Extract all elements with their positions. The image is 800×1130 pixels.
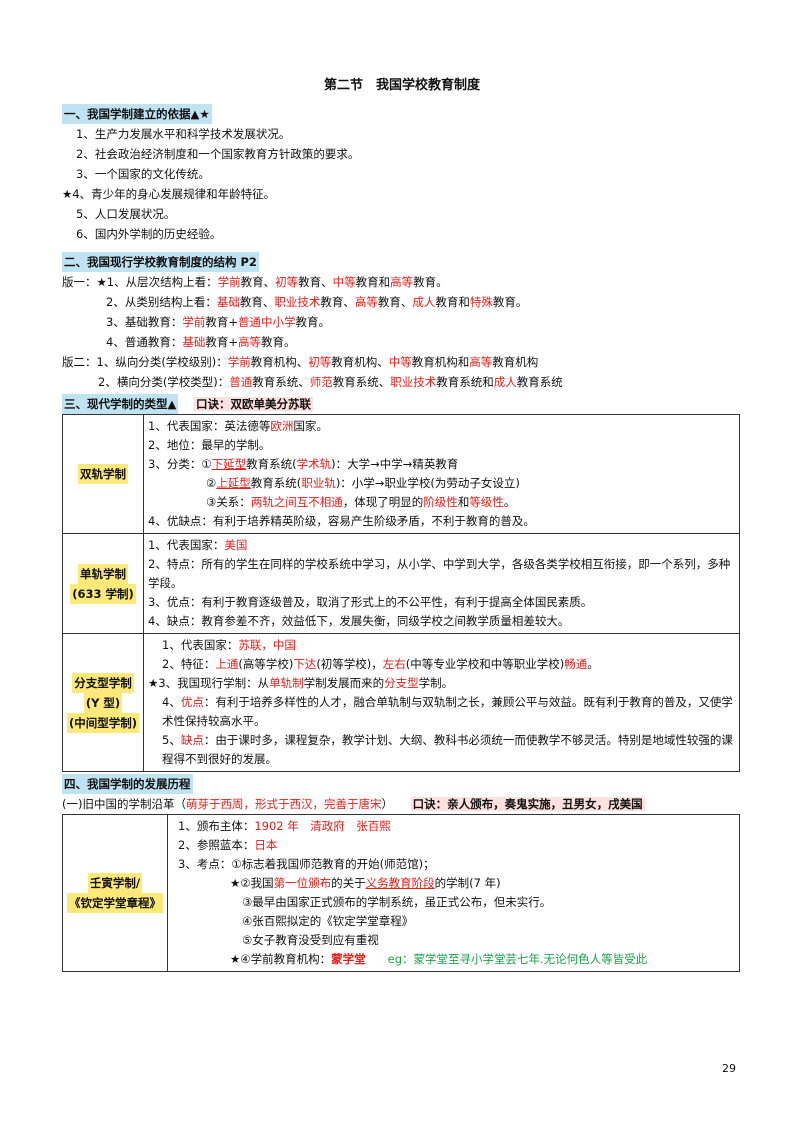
- page-title: 第二节 我国学校教育制度: [323, 78, 480, 93]
- section-3-heading: 三、现代学制的类型▲: [62, 394, 179, 414]
- s4-mnemonic: 口诀：亲人颁布，奏鬼实施，丑男女，戌美国: [410, 797, 645, 811]
- renyin-content: 1、颁布主体：1902 年 清政府 张百熙 2、参照蓝本：日本 3、考点：①标志…: [167, 814, 740, 972]
- s1-item: 5、人口发展状况。: [76, 207, 176, 221]
- school-system-types-table: 双轨学制 1、代表国家：英法德等欧洲国家。 2、地位：最早的学制。 3、分类：①…: [62, 414, 740, 772]
- dual-track-label-cell: 双轨学制: [62, 414, 144, 534]
- page-number: 29: [722, 1062, 736, 1075]
- s1-item: 3、一个国家的文化传统。: [76, 167, 210, 181]
- s3-mnemonic: 口诀：双欧单美分苏联: [194, 397, 313, 411]
- s2-v1-line-3: 3、基础教育：学前教育+普通中小学教育。: [106, 315, 330, 329]
- s2-v1-line-2: 2、从类别结构上看：基础教育、职业技术教育、高等教育、成人教育和特殊教育。: [106, 295, 528, 309]
- section-3: 三、现代学制的类型▲ 口诀：双欧单美分苏联 双轨学制 1、代表国家：英法德等欧洲…: [62, 392, 742, 772]
- s2-v2-line-1: 版二：1、纵向分类(学校级别)：学前教育机构、初等教育机构、中等教育机构和高等教…: [62, 355, 539, 369]
- s4-subheading: (一)旧中国的学制沿革（萌芽于西周，形式于西汉，完善于唐宋） 口诀：亲人颁布，奏…: [62, 797, 645, 811]
- table-row: 双轨学制 1、代表国家：英法德等欧洲国家。 2、地位：最早的学制。 3、分类：①…: [62, 414, 740, 534]
- s2-v1-line-1: 版一：★1、从层次结构上看：学前教育、初等教育、中等教育和高等教育。: [62, 275, 448, 289]
- section-2: 二、我国现行学校教育制度的结构 P2 版一：★1、从层次结构上看：学前教育、初等…: [62, 250, 742, 392]
- table-row: 单轨学制 (633 学制) 1、代表国家：美国 2、特点：所有的学生在同样的学校…: [62, 533, 740, 634]
- single-track-content: 1、代表国家：美国 2、特点：所有的学生在同样的学校系统中学习，从小学、中学到大…: [143, 533, 740, 634]
- s1-item: 1、生产力发展水平和科学技术发展状况。: [76, 127, 291, 141]
- s2-v1-line-4: 4、普通教育：基础教育+高等教育。: [106, 335, 296, 349]
- s2-v2-line-2: 2、横向分类(学校类型)：普通教育系统、师范教育系统、职业技术教育系统和成人教育…: [98, 375, 563, 389]
- branch-type-label-cell: 分支型学制 (Y 型) (中间型学制): [62, 633, 144, 772]
- table-row: 壬寅学制/ 《钦定学堂章程》 1、颁布主体：1902 年 清政府 张百熙 2、参…: [62, 814, 740, 972]
- section-4-heading: 四、我国学制的发展历程: [62, 774, 193, 794]
- branch-type-content: 1、代表国家：苏联，中国 2、特征：上通(高等学校)下达(初等学校)，左右(中等…: [143, 633, 740, 772]
- section-1-heading: 一、我国学制建立的依据▲★: [62, 104, 212, 124]
- section-1: 一、我国学制建立的依据▲★ 1、生产力发展水平和科学技术发展状况。 2、社会政治…: [62, 102, 742, 244]
- s1-item: 2、社会政治经济制度和一个国家教育方针政策的要求。: [76, 147, 360, 161]
- single-track-label-cell: 单轨学制 (633 学制): [62, 533, 144, 634]
- renyin-system-table: 壬寅学制/ 《钦定学堂章程》 1、颁布主体：1902 年 清政府 张百熙 2、参…: [62, 814, 740, 972]
- dual-track-content: 1、代表国家：英法德等欧洲国家。 2、地位：最早的学制。 3、分类：①下延型教育…: [143, 414, 740, 534]
- table-row: 分支型学制 (Y 型) (中间型学制) 1、代表国家：苏联，中国 2、特征：上通…: [62, 633, 740, 772]
- document-page: 第二节 我国学校教育制度 一、我国学制建立的依据▲★ 1、生产力发展水平和科学技…: [62, 72, 742, 972]
- s1-item: ★4、青少年的身心发展规律和年龄特征。: [62, 187, 276, 201]
- section-2-heading: 二、我国现行学校教育制度的结构 P2: [62, 252, 259, 272]
- renyin-label-cell: 壬寅学制/ 《钦定学堂章程》: [62, 814, 168, 972]
- section-4: 四、我国学制的发展历程 (一)旧中国的学制沿革（萌芽于西周，形式于西汉，完善于唐…: [62, 772, 742, 972]
- s1-item: 6、国内外学制的历史经验。: [76, 227, 222, 241]
